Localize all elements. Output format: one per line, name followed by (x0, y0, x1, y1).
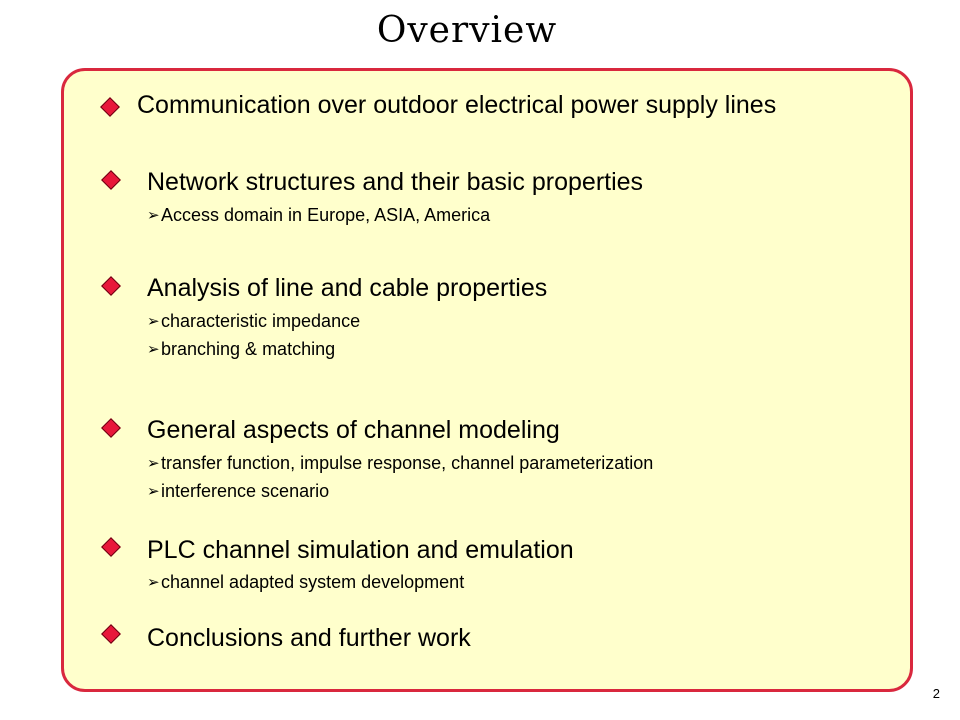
diamond-icon (101, 170, 121, 190)
sub-item-label: interference scenario (161, 481, 330, 501)
section-heading-communication: Communication over outdoor electrical po… (137, 91, 777, 119)
diamond-icon (100, 97, 120, 117)
page-title: Overview (376, 10, 558, 51)
sub-item-label: channel adapted system development (161, 572, 465, 592)
section-heading-analysis: Analysis of line and cable properties (147, 274, 548, 302)
diamond-icon (101, 276, 121, 296)
page-number: 2 (932, 686, 940, 701)
arrowhead-icon: ➢ (147, 341, 160, 358)
sub-item: ➢branching & matching (147, 338, 335, 361)
section-heading-channel-modeling: General aspects of channel modeling (147, 416, 560, 444)
sub-item: ➢transfer function, impulse response, ch… (147, 452, 653, 475)
diamond-icon (101, 537, 121, 557)
sub-item-label: characteristic impedance (161, 311, 361, 331)
diamond-icon (101, 624, 121, 644)
diamond-icon (101, 418, 121, 438)
section-heading-conclusions: Conclusions and further work (147, 624, 471, 652)
arrowhead-icon: ➢ (147, 313, 160, 330)
sub-item-label: Access domain in Europe, ASIA, America (161, 205, 491, 225)
section-heading-simulation: PLC channel simulation and emulation (147, 536, 574, 564)
sub-item: ➢Access domain in Europe, ASIA, America (147, 204, 490, 227)
sub-item: ➢interference scenario (147, 480, 329, 503)
arrowhead-icon: ➢ (147, 455, 160, 472)
arrowhead-icon: ➢ (147, 483, 160, 500)
sub-item: ➢characteristic impedance (147, 310, 360, 333)
content-panel: Communication over outdoor electrical po… (61, 68, 913, 692)
arrowhead-icon: ➢ (147, 574, 160, 591)
sub-item: ➢channel adapted system development (147, 571, 464, 594)
section-heading-network: Network structures and their basic prope… (147, 168, 644, 196)
sub-item-label: transfer function, impulse response, cha… (161, 453, 654, 473)
arrowhead-icon: ➢ (147, 207, 160, 224)
sub-item-label: branching & matching (161, 339, 336, 359)
